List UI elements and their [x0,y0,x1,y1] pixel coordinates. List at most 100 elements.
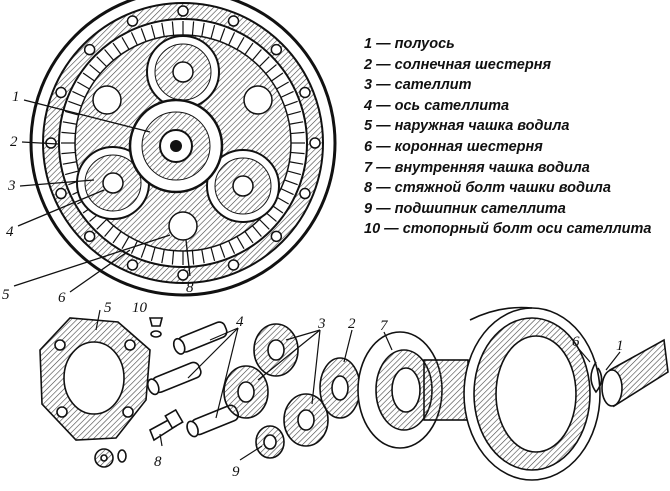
ring-gear-tooth [161,249,165,264]
callout-top-2: 2 [10,134,18,150]
ring-gear-tooth [287,170,301,176]
carrier-boss-right [243,85,273,115]
ring-gear-tooth [150,247,156,261]
ring-gear-tooth [82,72,95,82]
flange-bolt-hole [177,5,189,17]
ring-gear-tooth [201,249,205,264]
ring-gear-tooth [251,49,262,61]
ring-gear-tooth [265,211,277,222]
callout-bottom-1: 1 [616,338,624,354]
inner-carrier-cup [357,331,469,449]
callout-top-4: 4 [6,224,14,240]
callout-top-3: 3 [7,178,16,194]
legend-item: 1 — полуось [364,36,455,52]
flange-bolt-hole [126,15,139,27]
carrier-boss-left [92,85,122,115]
ring-gear-tooth [258,218,270,230]
callout-bottom-8: 8 [154,454,162,470]
planet-bearing [255,425,285,459]
ring-gear-tooth [258,56,270,68]
ring-gear-tooth [280,188,294,196]
ring-gear-tooth [62,121,77,125]
ring-gear-tooth [191,250,195,265]
legend-item: 3 — сателлит [364,77,472,94]
assembled-view: 1 2 3 4 5 6 8 [2,0,337,306]
exploded-view [39,306,669,481]
ring-gear-tooth [72,90,86,98]
ring-gear-tooth [228,32,236,46]
planet-axle-right [232,175,254,197]
flange-bolt-hole [126,259,139,271]
ring-gear-tooth [228,240,236,254]
planet-axles [146,321,240,438]
ring-gear-tooth [290,131,305,135]
legend-item: 4 — ось сателлита [364,97,510,114]
callout-bottom-3: 3 [317,316,326,332]
ring-gear-tooth [61,151,76,155]
planet-gears [223,323,329,447]
ring-gear-tooth [161,22,165,37]
ring-gear-tooth [104,225,115,237]
ring-gear-tooth [210,25,216,39]
ring-gear-tooth [210,247,216,261]
ring-gear-tooth [112,42,122,55]
flange-bolt-hole [299,86,311,99]
ring-gear-tooth [191,21,195,36]
flange-bolt-holes [45,5,321,281]
ring-gear-tooth [96,56,108,68]
callout-top-5: 5 [2,287,10,303]
ring-gear-tooth [140,28,147,42]
ring-gear-tooth [96,218,108,230]
flange-bolt-hole [309,137,321,149]
ring-gear-tooth [244,42,254,55]
ring-gear-tooth [251,225,262,237]
planet-gear-right [206,149,280,223]
legend-item: 8 — стяжной болт чашки водила [364,180,611,197]
ring-gear-tooth [201,22,205,37]
ring-gear-tooth [112,231,122,244]
exploded-ring-gear [463,306,601,481]
ring-gear-tooth [65,110,79,116]
ring-gear-tooth [289,161,304,165]
ring-gear-tooth [289,121,304,125]
ring-gear-tooth [290,151,305,155]
planet-gear-top [146,35,220,109]
planet-axle-left [102,172,124,194]
callout-bottom-4: 4 [236,314,244,330]
ring-gear-tooth [219,244,226,258]
ring-gear-tooth [104,49,115,61]
ring-gear-tooth [244,231,254,244]
ring-gear-tooth [276,196,289,205]
flange-bolt-hole [270,230,283,243]
legend-item: 6 — коронная шестерня [364,138,543,155]
carrier-boss-bottom [168,211,198,241]
flange-bolt-hole [299,187,311,200]
exploded-sun-gear [319,357,361,419]
ring-gear-tooth [284,179,298,186]
ring-gear-tooth [276,81,289,90]
ring-gear-tooth [61,131,76,135]
legend-item: 9 — подшипник сателлита [364,200,566,217]
ring-gear-tooth [62,161,77,165]
planet-axle-top [172,61,194,83]
flange-bolt-hole [83,230,96,243]
callout-top-1: 1 [12,89,20,105]
flange-bolt-hole [227,259,240,271]
legend-item: 5 — наружная чашка водила [364,118,570,135]
axle-shaft-center [170,140,182,152]
ring-gear-tooth [284,100,298,107]
ring-gear-tooth [130,32,138,46]
callout-bottom-7: 7 [380,318,389,334]
callout-bottom-9: 9 [232,464,240,480]
clamp-bolt [148,408,184,442]
stop-bolt [148,317,164,338]
ring-gear-tooth [65,170,79,176]
callout-top-8: 8 [186,280,194,296]
ring-gear-tooth [280,90,294,98]
ring-gear-tooth [89,64,101,75]
flange-bolt-hole [177,269,189,281]
callout-top-6: 6 [58,290,66,306]
ring-gear-tooth [219,28,226,42]
legend-item: 10 — стопорный болт оси сателлита [364,221,652,238]
